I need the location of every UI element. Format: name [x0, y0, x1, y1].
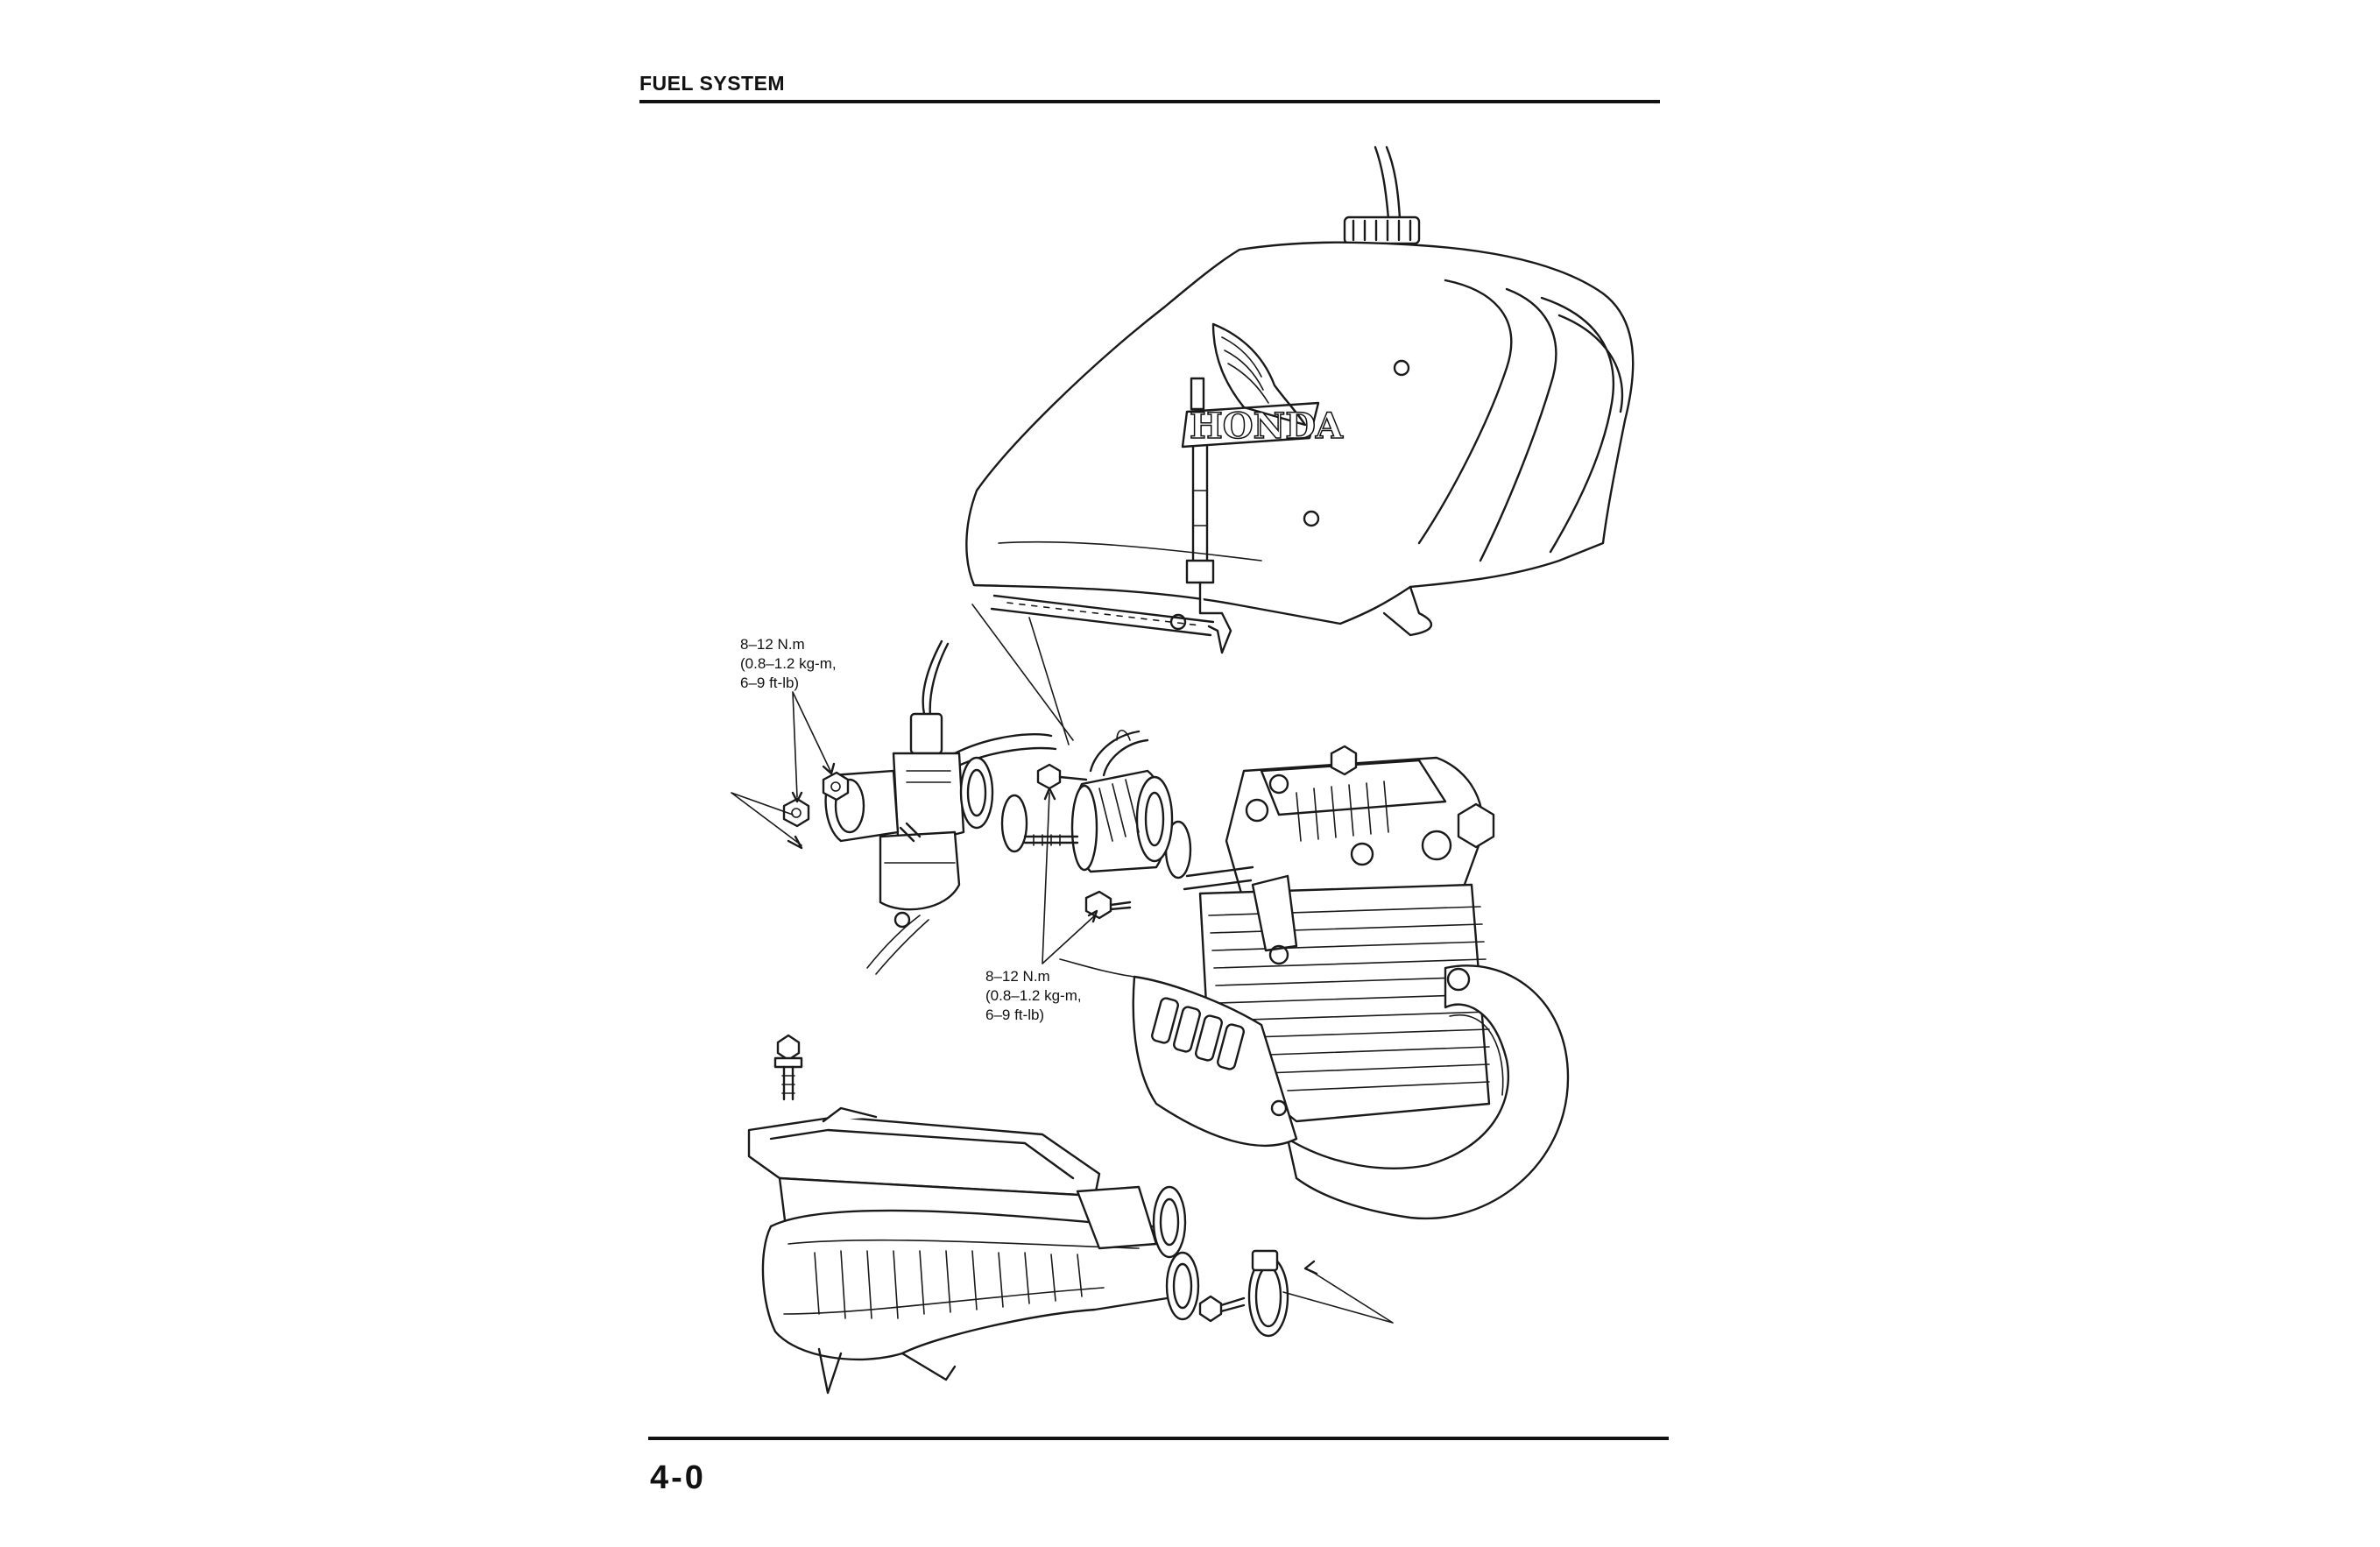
- tank-logo-text: HONDA: [1190, 406, 1344, 447]
- page-header-title: FUEL SYSTEM: [639, 72, 786, 95]
- torque-line-3: 6–9 ft-lb): [740, 675, 800, 691]
- filler-cap: [1343, 215, 1421, 245]
- torque-line-1: 8–12 N.m: [985, 968, 1050, 985]
- torque-spec-carburetor-nuts: 8–12 N.m (0.8–1.2 kg-m, 6–9 ft-lb): [740, 635, 837, 693]
- carburetor-mount-nut: [782, 797, 810, 828]
- fuel-line: [971, 594, 1215, 745]
- hose-clamp: [1247, 1249, 1289, 1338]
- carburetor-mount-nut: [822, 771, 850, 802]
- torque-line-2: (0.8–1.2 kg-m,: [985, 987, 1082, 1004]
- carburetor-insulator: [1070, 729, 1174, 873]
- footer-rule: [648, 1437, 1669, 1440]
- header-rule: [639, 100, 1660, 103]
- air-cleaner-mount-bolt: [773, 1034, 803, 1101]
- wing-logo-icon: [1211, 322, 1307, 427]
- torque-spec-insulator-bolts: 8–12 N.m (0.8–1.2 kg-m, 6–9 ft-lb): [985, 967, 1082, 1025]
- hose-clamp-screw: [1198, 1295, 1246, 1323]
- engine-cylinder: [1059, 745, 1570, 1220]
- insulator-stud: [1023, 834, 1079, 846]
- carburetor: [824, 639, 1057, 975]
- torque-line-2: (0.8–1.2 kg-m,: [740, 655, 837, 672]
- exhaust-pipe: [1286, 964, 1570, 1220]
- fuel-tank: HONDA: [965, 145, 1635, 654]
- page-number: 4-0: [650, 1459, 706, 1496]
- torque-line-1: 8–12 N.m: [740, 636, 805, 653]
- insulator-stud: [1036, 763, 1088, 790]
- carburetor-o-ring: [1000, 794, 1028, 853]
- torque-line-3: 6–9 ft-lb): [985, 1007, 1045, 1023]
- fuel-valve-knob: [1190, 377, 1205, 411]
- air-cleaner-case: [747, 1106, 1200, 1395]
- insulator-bolt: [1084, 890, 1132, 920]
